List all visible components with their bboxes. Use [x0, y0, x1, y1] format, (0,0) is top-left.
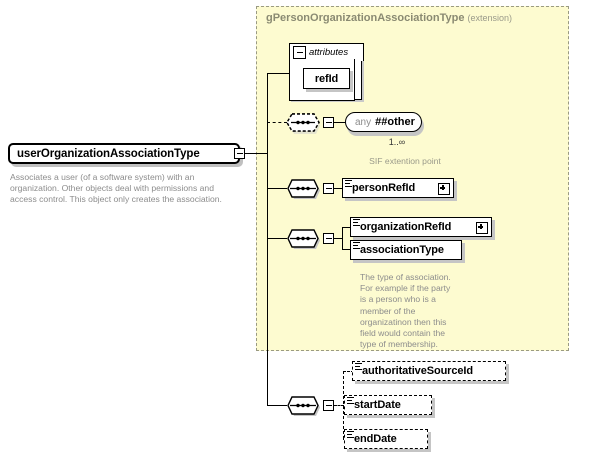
root-element-box[interactable]: userOrganizationAssociationType — [8, 143, 240, 164]
element-personrefid-box[interactable]: personRefId — [342, 178, 454, 198]
connector-to-seq-optional — [267, 405, 287, 407]
element-type-icon — [345, 180, 352, 187]
connector-seqorg-to-orgrefid — [342, 227, 351, 229]
attribute-refid-box[interactable]: refId — [303, 68, 350, 89]
element-type-icon — [353, 242, 360, 249]
connector-to-seq-org — [267, 238, 287, 240]
connector-seqopt-bus-in — [334, 405, 344, 406]
element-enddate-label: endDate — [354, 433, 397, 445]
any-annotation: SIF extention point — [369, 156, 441, 166]
element-startdate-label: startDate — [354, 399, 401, 411]
root-collapse-toggle[interactable] — [234, 148, 245, 159]
element-startdate-box[interactable]: startDate — [344, 395, 432, 415]
element-associationtype-box[interactable]: associationType — [350, 240, 462, 260]
connector-to-attributes — [267, 73, 289, 75]
connector-seqperson-to-el — [334, 188, 343, 190]
any-cardinality: 1..∞ — [388, 137, 406, 147]
connector-to-seq-any — [267, 122, 287, 123]
connector-to-seq-person — [267, 188, 287, 190]
element-type-icon — [347, 397, 354, 404]
element-type-icon — [353, 219, 360, 226]
extension-kind-label: (extension) — [467, 13, 513, 23]
sequence-organization-compositor[interactable] — [286, 229, 320, 249]
any-wildcard-box[interactable]: any ##other — [345, 112, 422, 132]
extension-type-name: gPersonOrganizationAssociationType — [266, 12, 465, 24]
extension-panel-title: gPersonOrganizationAssociationType (exte… — [266, 12, 512, 24]
element-type-icon — [355, 363, 362, 370]
connector-seqorg-bus-in — [334, 238, 343, 240]
element-personrefid-label: personRefId — [352, 182, 416, 194]
attributes-label: attributes — [309, 47, 349, 58]
element-type-icon — [347, 431, 354, 438]
element-organizationrefid-box[interactable]: organizationRefId — [350, 217, 492, 237]
element-organizationrefid-label: organizationRefId — [360, 221, 452, 233]
sequence-optional-compositor[interactable] — [286, 396, 320, 416]
connector-seqorg-to-assoctype — [342, 249, 351, 251]
any-namespace: ##other — [375, 116, 415, 128]
element-enddate-box[interactable]: endDate — [344, 429, 428, 449]
root-element-label: userOrganizationAssociationType — [17, 147, 200, 160]
sequence-any-compositor[interactable] — [286, 113, 320, 134]
connector-seqany-to-any — [334, 122, 346, 124]
sequence-optional-collapse-toggle[interactable] — [323, 400, 334, 411]
sequence-person-compositor[interactable] — [286, 179, 320, 199]
connector-root-to-trunk — [245, 153, 268, 155]
attribute-refid-label: refId — [314, 72, 339, 85]
element-authoritativesourceid-label: authoritativeSourceId — [362, 365, 473, 377]
element-organizationrefid-expand-toggle[interactable] — [476, 222, 488, 234]
sequence-organization-collapse-toggle[interactable] — [323, 233, 334, 244]
connector-main-trunk — [267, 73, 269, 406]
connector-seqorg-bus — [342, 227, 344, 250]
element-associationtype-label: associationType — [360, 244, 444, 256]
root-annotation: Associates a user (of a software system)… — [10, 172, 222, 205]
element-authoritativesourceid-box[interactable]: authoritativeSourceId — [352, 361, 506, 381]
attributes-collapse-toggle[interactable] — [293, 46, 306, 59]
sequence-any-collapse-toggle[interactable] — [323, 117, 334, 128]
any-keyword: any — [355, 116, 372, 128]
element-personrefid-expand-toggle[interactable] — [438, 183, 450, 195]
attributes-tab: attributes — [289, 43, 364, 61]
connector-seqopt-to-authsource — [343, 371, 354, 372]
element-associationtype-annotation: The type of association. For example if … — [360, 272, 451, 350]
sequence-person-collapse-toggle[interactable] — [323, 183, 334, 194]
